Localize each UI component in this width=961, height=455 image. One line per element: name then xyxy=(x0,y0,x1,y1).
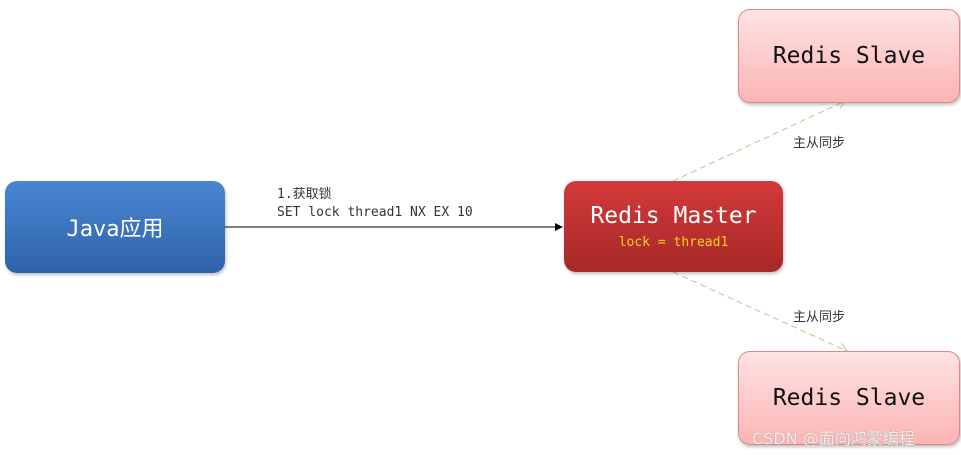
java-app-node: Java应用 xyxy=(5,181,225,273)
watermark: CSDN @面向鸿蒙编程 xyxy=(752,429,915,448)
master-label: Redis Master xyxy=(590,203,757,229)
sync-arrow-bottom xyxy=(672,271,847,351)
lock-value: lock = thread1 xyxy=(618,235,729,250)
java-app-label: Java应用 xyxy=(66,217,164,242)
command-label: SET lock thread1 NX EX 10 xyxy=(277,205,473,220)
sync-label-bottom: 主从同步 xyxy=(793,310,846,325)
redis-slave-node-top: Redis Slave xyxy=(738,9,960,103)
redis-slave-node-bottom: Redis Slave xyxy=(738,351,960,445)
slave-label: Redis Slave xyxy=(772,385,926,411)
sync-arrow-top xyxy=(672,101,845,182)
slave-label: Redis Slave xyxy=(772,43,926,69)
step-label: 1.获取锁 xyxy=(277,187,332,202)
redis-master-node: Redis Master lock = thread1 xyxy=(564,181,783,272)
sync-label-top: 主从同步 xyxy=(793,136,846,151)
request-label: 1.获取锁 SET lock thread1 NX EX 10 xyxy=(277,186,473,222)
